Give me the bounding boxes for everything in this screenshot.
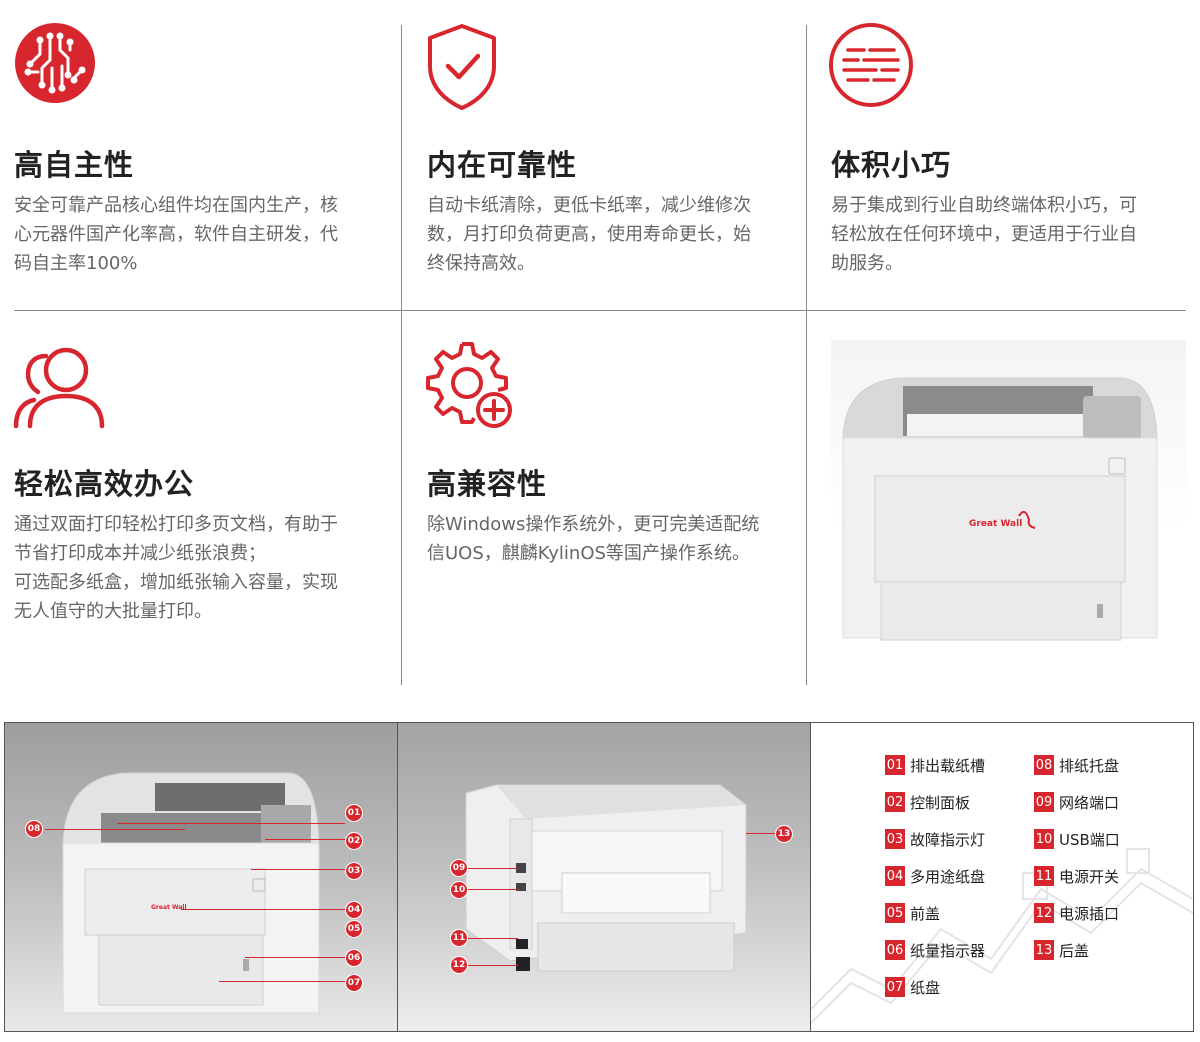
legend-item-04: 04 多用途纸盘 xyxy=(885,865,985,887)
grid-divider-v1 xyxy=(401,25,402,685)
callout-03: 03 xyxy=(345,862,363,880)
desc-line: 数，月打印负荷更高，使用寿命更长，始 xyxy=(427,224,751,245)
desc-line: 易于集成到行业自助终端体积小巧，可 xyxy=(831,195,1137,216)
desc-line: 轻松放在任何环境中，更适用于行业自 xyxy=(831,224,1137,245)
legend-label: USB端口 xyxy=(1059,830,1120,849)
desc-line: 信UOS，麒麟KylinOS等国产操作系统。 xyxy=(427,543,750,564)
legend-item-10: 10 USB端口 xyxy=(1034,828,1120,850)
legend-num: 09 xyxy=(1034,792,1054,812)
legend-item-13: 13 后盖 xyxy=(1034,939,1089,961)
legend-num: 02 xyxy=(885,792,905,812)
callout-10: 10 xyxy=(450,881,468,899)
legend-item-05: 05 前盖 xyxy=(885,902,940,924)
feature-desc-compact: 易于集成到行业自助终端体积小巧，可 轻松放在任何环境中，更适用于行业自 助服务。 xyxy=(831,191,1137,278)
legend-item-06: 06 纸量指示器 xyxy=(885,939,985,961)
legend-label: 控制面板 xyxy=(910,793,971,812)
desc-line: 心元器件国产化率高，软件自主研发，代 xyxy=(14,224,338,245)
callout-02: 02 xyxy=(345,832,363,850)
legend-num: 06 xyxy=(885,940,905,960)
feature-desc-autonomy: 安全可靠产品核心组件均在国内生产，核 心元器件国产化率高，软件自主研发，代 码自… xyxy=(14,191,338,278)
desc-line: 通过双面打印轻松打印多页文档，有助于 xyxy=(14,514,338,535)
legend-item-11: 11 电源开关 xyxy=(1034,865,1119,887)
gear-plus-icon xyxy=(422,338,518,438)
desc-line: 助服务。 xyxy=(831,253,903,274)
printer-front-view: Great Wall xyxy=(62,772,320,1014)
feature-title-autonomy: 高自主性 xyxy=(14,148,135,182)
desc-line: 除Windows操作系统外，更可完美适配统 xyxy=(427,514,760,535)
legend-num: 07 xyxy=(885,977,905,997)
printer-back-panel: 09 10 11 12 13 xyxy=(398,723,810,1031)
callout-11: 11 xyxy=(450,929,468,947)
desc-line: 自动卡纸清除，更低卡纸率，减少维修次 xyxy=(427,195,751,216)
legend-label: 故障指示灯 xyxy=(910,830,986,849)
users-icon xyxy=(12,344,108,434)
shield-check-icon xyxy=(424,22,500,116)
grid-divider-v2 xyxy=(806,25,807,685)
parts-diagram-section: Great Wall 01 02 03 04 05 06 07 08 xyxy=(4,722,1194,1032)
compact-lines-icon xyxy=(828,22,914,112)
legend-item-02: 02 控制面板 xyxy=(885,791,970,813)
parts-legend: 01 排出载纸槽 02 控制面板 03 故障指示灯 04 多用途纸盘 05 前盖… xyxy=(811,723,1193,1031)
printer-back-view xyxy=(465,784,747,972)
circuit-icon xyxy=(12,20,98,110)
legend-item-08: 08 排纸托盘 xyxy=(1034,754,1119,776)
feature-title-compact: 体积小巧 xyxy=(831,148,952,182)
legend-item-07: 07 纸盘 xyxy=(885,976,940,998)
legend-label: 纸盘 xyxy=(910,978,941,997)
legend-item-09: 09 网络端口 xyxy=(1034,791,1119,813)
legend-label: 前盖 xyxy=(910,904,941,923)
feature-title-reliability: 内在可靠性 xyxy=(427,148,578,182)
legend-num: 05 xyxy=(885,903,905,923)
callout-12: 12 xyxy=(450,956,468,974)
callout-09: 09 xyxy=(450,859,468,877)
feature-title-efficient: 轻松高效办公 xyxy=(14,467,195,501)
legend-num: 13 xyxy=(1034,940,1054,960)
desc-line: 节省打印成本并减少纸张浪费； xyxy=(14,543,266,564)
desc-line: 无人值守的大批量打印。 xyxy=(14,601,212,622)
legend-label: 网络端口 xyxy=(1059,793,1120,812)
feature-desc-compat: 除Windows操作系统外，更可完美适配统 信UOS，麒麟KylinOS等国产操… xyxy=(427,510,759,568)
printer-front-panel: Great Wall 01 02 03 04 05 06 07 08 xyxy=(5,723,397,1031)
legend-num: 04 xyxy=(885,866,905,886)
desc-line: 终保持高效。 xyxy=(427,253,535,274)
legend-num: 12 xyxy=(1034,903,1054,923)
callout-06: 06 xyxy=(345,949,363,967)
legend-label: 排纸托盘 xyxy=(1059,756,1120,775)
legend-num: 01 xyxy=(885,755,905,775)
legend-label: 纸量指示器 xyxy=(910,941,986,960)
legend-num: 11 xyxy=(1034,866,1054,886)
feature-desc-efficient: 通过双面打印轻松打印多页文档，有助于 节省打印成本并减少纸张浪费； 可选配多纸盒… xyxy=(14,510,338,626)
legend-label: 排出载纸槽 xyxy=(910,756,986,775)
legend-num: 08 xyxy=(1034,755,1054,775)
callout-01: 01 xyxy=(345,804,363,822)
great-wall-watermark xyxy=(811,848,1193,1024)
feature-desc-reliability: 自动卡纸清除，更低卡纸率，减少维修次 数，月打印负荷更高，使用寿命更长，始 终保… xyxy=(427,191,751,278)
feature-title-compat: 高兼容性 xyxy=(427,467,548,501)
desc-line: 码自主率100% xyxy=(14,253,138,274)
callout-13: 13 xyxy=(775,825,793,843)
brand-logo-small: Great Wall xyxy=(151,904,187,911)
legend-item-12: 12 电源插口 xyxy=(1034,902,1119,924)
brand-logo: Great Wall xyxy=(969,519,1022,529)
panel-divider xyxy=(810,723,811,1031)
panel-divider xyxy=(397,723,398,1031)
callout-08: 08 xyxy=(25,820,43,838)
legend-num: 10 xyxy=(1034,829,1054,849)
legend-item-03: 03 故障指示灯 xyxy=(885,828,985,850)
desc-line: 可选配多纸盒，增加纸张输入容量，实现 xyxy=(14,572,338,593)
callout-05: 05 xyxy=(345,920,363,938)
legend-label: 后盖 xyxy=(1059,941,1090,960)
grid-divider-h xyxy=(14,310,1186,311)
legend-label: 电源开关 xyxy=(1059,867,1120,886)
printer-front-illustration: Great Wall xyxy=(842,377,1158,641)
desc-line: 安全可靠产品核心组件均在国内生产，核 xyxy=(14,195,338,216)
legend-label: 多用途纸盘 xyxy=(910,867,986,886)
legend-label: 电源插口 xyxy=(1059,904,1120,923)
callout-07: 07 xyxy=(345,974,363,992)
legend-num: 03 xyxy=(885,829,905,849)
callout-04: 04 xyxy=(345,901,363,919)
legend-item-01: 01 排出载纸槽 xyxy=(885,754,985,776)
product-image: Great Wall xyxy=(831,340,1186,683)
